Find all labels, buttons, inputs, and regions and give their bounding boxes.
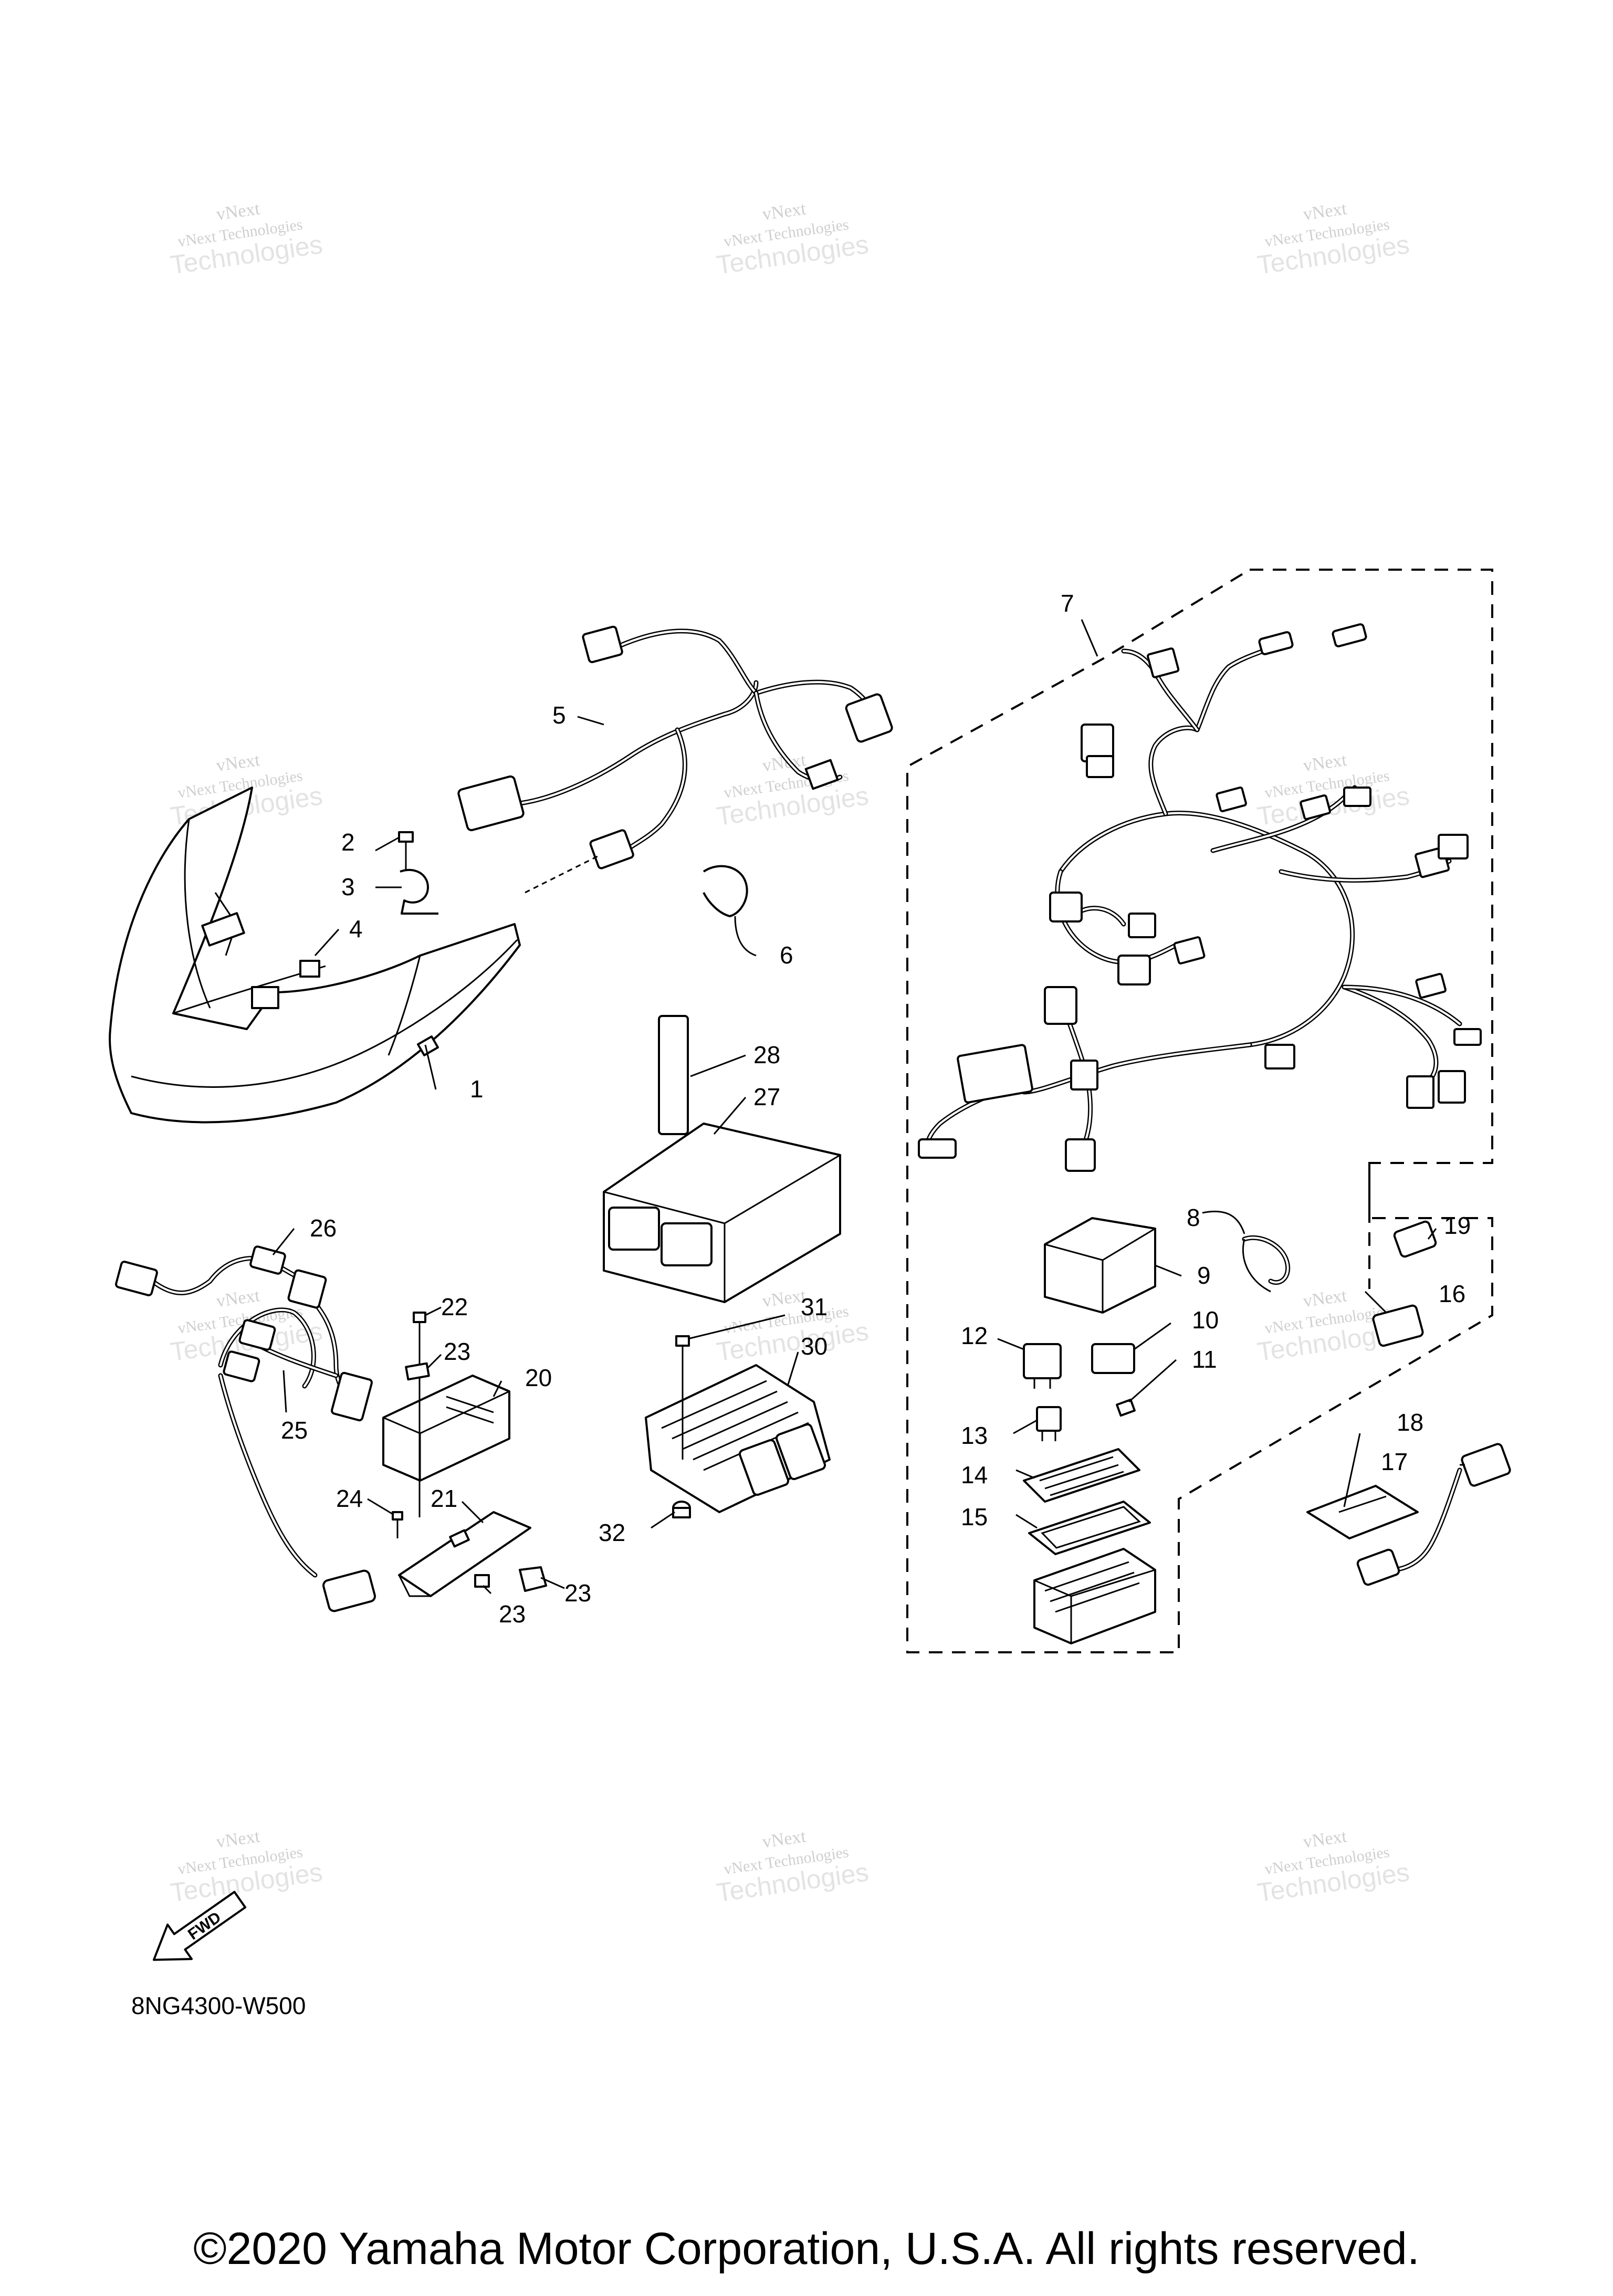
watermark-top-right: vNext vNext Technologies Technologies: [1255, 199, 1411, 280]
fuse-box-base: [1033, 1548, 1156, 1644]
callout-21: 21: [431, 1485, 457, 1512]
bolt-2: [398, 831, 414, 872]
seal-15: [1028, 1501, 1151, 1555]
callout-30: 30: [801, 1333, 828, 1360]
bolt-22: [413, 1312, 426, 1517]
watermark-line1: vNext: [215, 1827, 261, 1852]
callout-22: 22: [441, 1293, 468, 1320]
callout-16: 16: [1439, 1280, 1465, 1307]
callout-19: 19: [1444, 1212, 1471, 1239]
rectifier-30: [645, 1364, 831, 1513]
callout-29: 28: [753, 1041, 780, 1068]
relay-12: [1023, 1343, 1062, 1389]
drawing-code: 8NG4300-W500: [131, 1992, 306, 2019]
callout-31: 31: [801, 1293, 828, 1320]
watermark-mid-center: vNext vNext Technologies Technologies: [715, 750, 871, 831]
ecu-28: [603, 1123, 841, 1303]
relay-unit-20: [382, 1375, 510, 1482]
clip-23-lower: [519, 1566, 547, 1592]
callout-25: 24: [336, 1485, 363, 1512]
watermark-bottom-right: vNext vNext Technologies Technologies: [1255, 1827, 1411, 1907]
callout-4: 4: [349, 915, 363, 942]
callout-8: 8: [1187, 1204, 1200, 1231]
watermark-top-center: vNext vNext Technologies Technologies: [715, 199, 871, 280]
callout-14: 14: [961, 1461, 988, 1488]
callout-labels: 7 5 2 3 4 6 1 28 27 26 25 22 23 20 21 24…: [281, 590, 1471, 1628]
collar-32: [672, 1501, 691, 1518]
callout-10: 10: [1192, 1306, 1219, 1334]
watermark-line1: vNext: [1302, 1827, 1348, 1852]
watermark-mid-right: vNext vNext Technologies Technologies: [1255, 750, 1411, 831]
watermark-line1: vNext: [761, 199, 808, 224]
watermark-line1: vNext: [1302, 199, 1348, 224]
callout-1: 1: [470, 1075, 484, 1103]
clamp-3: [400, 868, 438, 915]
watermark-line1: vNext: [1302, 1286, 1348, 1311]
connector-16: [1372, 1304, 1424, 1347]
callout-17: 17: [1381, 1448, 1408, 1475]
callout-3: 3: [341, 873, 355, 900]
watermark-line1: vNext: [1302, 750, 1348, 775]
callout-18: 18: [1397, 1409, 1423, 1436]
callout-13: 13: [961, 1422, 988, 1449]
watermark-bottom-center: vNext vNext Technologies Technologies: [715, 1827, 871, 1907]
watermark-bottom-left: vNext vNext Technologies Technologies: [169, 1827, 324, 1907]
callout-23b: 23: [564, 1579, 591, 1607]
callout-20: 20: [525, 1364, 552, 1391]
band-6: [703, 865, 748, 917]
watermark-line1: vNext: [215, 1286, 261, 1311]
callout-24: 23: [499, 1600, 526, 1628]
relay-10: [1091, 1343, 1135, 1374]
relay-13: [1036, 1406, 1062, 1441]
lower-harness-26-27: [115, 1245, 376, 1612]
screw-25: [392, 1511, 403, 1538]
sub-harness-5: [457, 625, 893, 894]
callout-5: 5: [552, 701, 566, 729]
lead-8: [1242, 1235, 1291, 1293]
callout-27: 26: [310, 1214, 337, 1242]
bracket-4: [299, 960, 320, 978]
callout-12: 12: [961, 1322, 988, 1349]
fuse-11: [1116, 1398, 1136, 1417]
callout-15: 15: [961, 1503, 988, 1530]
bolt-31: [675, 1335, 690, 1460]
label-14: [1023, 1448, 1140, 1503]
copyright-notice: ©2020 Yamaha Motor Corporation, U.S.A. A…: [193, 2224, 1420, 2274]
watermark-line1: vNext: [215, 199, 261, 224]
headlight-cowl: [109, 787, 521, 1124]
watermark-line1: vNext: [215, 750, 261, 775]
fuse-box-cover-9: [1044, 1217, 1156, 1314]
leader-lines: [272, 619, 1465, 1595]
sheet-18: [1306, 1485, 1419, 1539]
callout-26: 25: [281, 1417, 308, 1444]
lead-19: [1393, 1220, 1437, 1258]
callout-11: 11: [1192, 1346, 1217, 1373]
harness-kit-outline: [906, 569, 1493, 1653]
callout-23: 23: [444, 1338, 470, 1365]
callout-7: 7: [1061, 590, 1074, 617]
callout-2: 2: [341, 829, 355, 856]
bracket-21: [398, 1511, 531, 1597]
callout-9: 9: [1197, 1262, 1211, 1289]
tape-29: [658, 1015, 689, 1135]
washer-23-upper: [405, 1362, 430, 1381]
lead-17: [1356, 1443, 1511, 1586]
watermark-top-left: vNext vNext Technologies Technologies: [169, 199, 324, 280]
callout-28: 27: [753, 1083, 780, 1110]
callout-32: 32: [599, 1519, 625, 1546]
callout-6: 6: [780, 941, 793, 969]
watermark-line1: vNext: [761, 1827, 808, 1852]
nut-24: [474, 1574, 490, 1588]
main-harness-7: [918, 623, 1482, 1172]
